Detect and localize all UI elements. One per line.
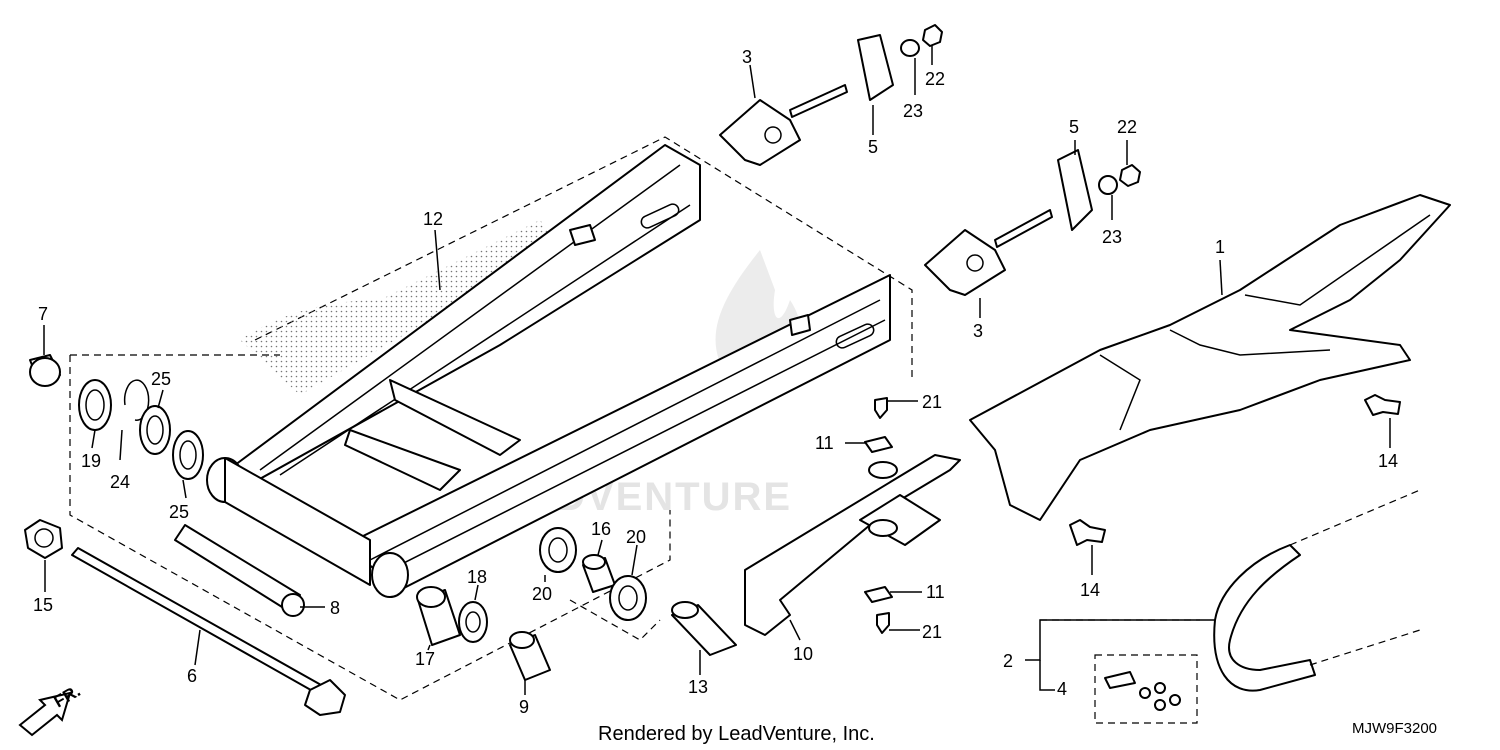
callout-14-right: 14 [1378, 451, 1398, 471]
chain-slider [744, 397, 961, 636]
lower-bearings [416, 527, 737, 681]
callout-6: 6 [187, 666, 197, 686]
chain-adjuster-lower [924, 149, 1141, 296]
callout-20-right: 20 [626, 527, 646, 547]
callout-22-upper: 22 [925, 69, 945, 89]
callout-13: 13 [688, 677, 708, 697]
callout-21-lower: 21 [922, 622, 942, 642]
pivot-bearings [29, 354, 204, 480]
case-bolts [1069, 394, 1401, 546]
callout-23-upper: 23 [903, 101, 923, 121]
callout-25-lower: 25 [169, 502, 189, 522]
chain-case [969, 194, 1451, 521]
callout-19: 19 [81, 451, 101, 471]
callouts: 1 2 3 3 4 5 5 6 7 8 9 10 11 11 12 13 14 … [33, 47, 1398, 717]
diagram-code: MJW9F3200 [1352, 720, 1437, 737]
callout-4: 4 [1057, 679, 1067, 699]
drive-chain [1094, 489, 1421, 724]
callout-25-upper: 25 [151, 369, 171, 389]
chain-adjuster-upper [719, 24, 943, 166]
callout-11-upper: 11 [815, 433, 834, 453]
callout-22-lower: 22 [1117, 117, 1137, 137]
swingarm [206, 144, 891, 598]
callout-24: 24 [110, 472, 130, 492]
leader-lines [43, 45, 1391, 695]
callout-7: 7 [38, 304, 48, 324]
callout-11-lower: 11 [926, 582, 945, 602]
collar [174, 524, 305, 617]
callout-3-upper: 3 [742, 47, 752, 67]
callout-1: 1 [1215, 237, 1225, 257]
rendered-by-caption: Rendered by LeadVenture, Inc. [598, 723, 875, 745]
callout-17: 17 [415, 649, 435, 669]
pivot-bolt [24, 519, 346, 716]
front-arrow-icon [18, 691, 72, 737]
callout-9: 9 [519, 697, 529, 717]
callout-14-left: 14 [1080, 580, 1100, 600]
callout-5-lower: 5 [1069, 117, 1079, 137]
callout-2: 2 [1003, 651, 1013, 671]
callout-15: 15 [33, 595, 53, 615]
callout-5-upper: 5 [868, 137, 878, 157]
callout-3-lower: 3 [973, 321, 983, 341]
callout-18: 18 [467, 567, 487, 587]
front-indicator: FR. [18, 681, 84, 737]
callout-21-upper: 21 [922, 392, 942, 412]
callout-12: 12 [423, 209, 443, 229]
callout-8: 8 [330, 598, 340, 618]
callout-23-lower: 23 [1102, 227, 1122, 247]
callout-20-left: 20 [532, 584, 552, 604]
callout-10: 10 [793, 644, 813, 664]
callout-16: 16 [591, 519, 611, 539]
